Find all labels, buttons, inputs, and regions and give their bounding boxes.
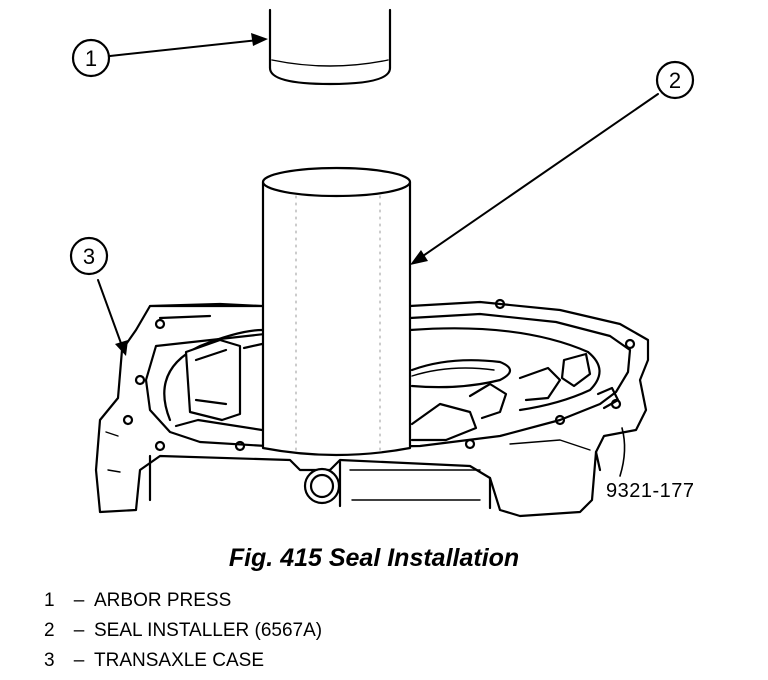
seal-installation-illustration: 1 2 3 (69, 8, 695, 518)
arrow-heads (115, 33, 428, 356)
legend-dash: – (73, 620, 85, 641)
parts-legend: 1 – ARBOR PRESS 2 – SEAL INSTALLER (6567… (44, 586, 322, 676)
figure-reference-code: 9321-177 (606, 480, 695, 502)
legend-item: 3 – TRANSAXLE CASE (44, 646, 322, 676)
seal-installer (261, 166, 412, 457)
legend-item: 2 – SEAL INSTALLER (6567A) (44, 616, 322, 646)
legend-number: 1 (44, 590, 55, 611)
figure-caption: Fig. 415 Seal Installation (228, 544, 520, 572)
arbor-press-ram (268, 8, 392, 86)
callout-3-number: 3 (83, 244, 95, 269)
callout-3 (69, 236, 109, 276)
legend-item: 1 – ARBOR PRESS (44, 586, 322, 616)
legend-label: SEAL INSTALLER (6567A) (94, 620, 323, 641)
callout-1 (71, 38, 111, 78)
callout-2 (655, 60, 695, 100)
legend-number: 3 (44, 650, 55, 671)
callout-1-number: 1 (85, 46, 97, 71)
legend-dash: – (73, 650, 85, 671)
legend-dash: – (73, 590, 85, 611)
legend-label: ARBOR PRESS (94, 590, 232, 611)
leader-lines (97, 39, 659, 347)
legend-label: TRANSAXLE CASE (94, 650, 264, 671)
callout-2-number: 2 (669, 68, 681, 93)
ref-code-leader (619, 427, 626, 477)
legend-number: 2 (44, 620, 55, 641)
